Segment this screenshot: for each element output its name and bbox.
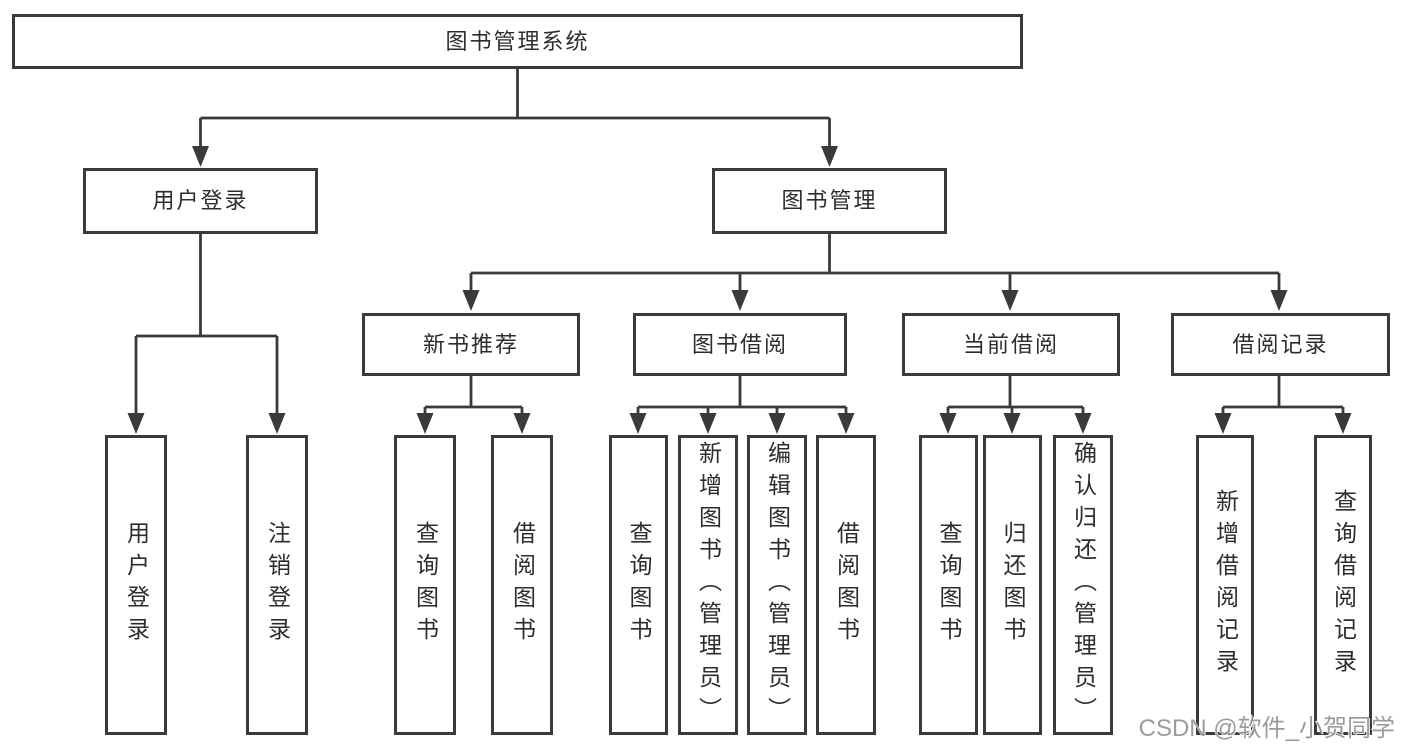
node-label: 查询图书 bbox=[412, 521, 438, 649]
leaf-query-borrow-record: 查询借阅记录 bbox=[1314, 435, 1372, 735]
node-label: 借阅记录 bbox=[1232, 331, 1329, 357]
leaf-edit-books-admin: 编辑图书（管理员） bbox=[747, 435, 807, 735]
node-label: 新增借阅记录 bbox=[1212, 489, 1238, 681]
node-label: 注销登录 bbox=[264, 521, 290, 649]
node-label: 用户登录 bbox=[123, 521, 149, 649]
csdn-watermark: CSDN @软件_小贺同学 bbox=[1138, 715, 1395, 742]
node-label: 图书管理 bbox=[781, 188, 878, 213]
node-borrowing-records: 借阅记录 bbox=[1171, 313, 1390, 376]
leaf-return-books: 归还图书 bbox=[983, 435, 1042, 735]
node-label: 借阅图书 bbox=[833, 521, 859, 649]
node-label: 归还图书 bbox=[1000, 521, 1025, 649]
node-label: 图书管理系统 bbox=[445, 28, 590, 54]
node-label: 查询借阅记录 bbox=[1330, 489, 1356, 681]
node-label: 当前借阅 bbox=[962, 331, 1059, 357]
leaf-confirm-return-admin: 确认归还（管理员） bbox=[1053, 435, 1113, 735]
node-label: 用户登录 bbox=[152, 188, 249, 213]
node-label: 确认归还（管理员） bbox=[1070, 441, 1096, 729]
node-label: 查询图书 bbox=[936, 521, 961, 649]
leaf-borrow-books-recommend: 借阅图书 bbox=[491, 435, 553, 735]
node-label: 编辑图书（管理员） bbox=[764, 441, 790, 729]
node-label: 图书借阅 bbox=[691, 331, 788, 357]
arrowhead-icons bbox=[127, 146, 1352, 434]
node-label: 新增图书（管理员） bbox=[695, 441, 721, 729]
node-book-borrowing: 图书借阅 bbox=[633, 313, 847, 376]
node-label: 新书推荐 bbox=[422, 331, 519, 357]
leaf-query-books-current: 查询图书 bbox=[919, 435, 978, 735]
leaf-add-books-admin: 新增图书（管理员） bbox=[678, 435, 738, 735]
node-new-book-recommendation: 新书推荐 bbox=[362, 313, 580, 376]
leaf-query-books-recommend: 查询图书 bbox=[394, 435, 456, 735]
leaf-borrow-books: 借阅图书 bbox=[816, 435, 876, 735]
node-label: 查询图书 bbox=[626, 521, 651, 649]
leaf-add-borrow-record: 新增借阅记录 bbox=[1196, 435, 1254, 735]
node-label: 借阅图书 bbox=[509, 521, 535, 649]
tree-edges bbox=[134, 69, 1345, 416]
leaf-logout: 注销登录 bbox=[246, 435, 308, 735]
node-library-system: 图书管理系统 bbox=[12, 14, 1023, 69]
node-current-borrowing: 当前借阅 bbox=[902, 313, 1120, 376]
node-user-login: 用户登录 bbox=[83, 168, 318, 234]
leaf-query-books-borrowing: 查询图书 bbox=[609, 435, 668, 735]
node-book-management: 图书管理 bbox=[712, 168, 947, 234]
leaf-user-login: 用户登录 bbox=[105, 435, 167, 735]
